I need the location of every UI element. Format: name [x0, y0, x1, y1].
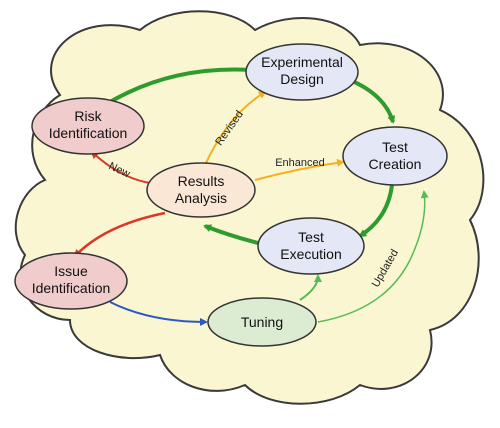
arrow-tuning-to-test-creation-updated	[317, 190, 429, 323]
arrow-execution-to-results	[203, 224, 263, 246]
node-risk-identification-line2: Identification	[49, 125, 128, 141]
node-issue-identification-line2: Identification	[32, 280, 111, 296]
node-issue-identification: Issue Identification	[14, 252, 128, 310]
node-issue-identification-line1: Issue	[54, 263, 88, 279]
arrow-results-to-risk-new	[90, 150, 151, 184]
node-test-creation-line2: Creation	[369, 156, 422, 172]
node-test-execution-line1: Test	[298, 229, 324, 245]
node-tuning: Tuning	[207, 297, 317, 347]
node-test-execution-line2: Execution	[280, 246, 341, 262]
edge-label-enhanced: Enhanced	[275, 157, 325, 169]
arrow-experimental-to-test-creation	[349, 78, 396, 124]
node-tuning-line1: Tuning	[241, 314, 283, 330]
node-test-execution: Test Execution	[257, 217, 365, 275]
arrow-results-to-experimental-revised	[204, 90, 267, 166]
arrow-issue-to-tuning	[109, 301, 208, 326]
node-test-creation: Test Creation	[342, 126, 448, 186]
arrow-results-to-test-creation-enhanced	[254, 158, 345, 181]
node-experimental-design: Experimental Design	[245, 43, 359, 101]
node-experimental-design-line1: Experimental	[261, 54, 343, 70]
node-risk-identification-line1: Risk	[74, 108, 102, 124]
arrow-results-to-issue	[73, 211, 166, 258]
node-results-analysis-line1: Results	[178, 173, 225, 189]
node-results-analysis: Results Analysis	[146, 162, 256, 218]
node-results-analysis-line2: Analysis	[175, 190, 227, 206]
arrow-tuning-to-execution	[299, 274, 322, 301]
arrow-risk-to-experimental	[103, 65, 254, 107]
node-experimental-design-line2: Design	[280, 71, 324, 87]
arrow-test-creation-to-execution	[358, 184, 394, 238]
node-test-creation-line1: Test	[382, 139, 408, 155]
node-risk-identification: Risk Identification	[31, 97, 145, 155]
